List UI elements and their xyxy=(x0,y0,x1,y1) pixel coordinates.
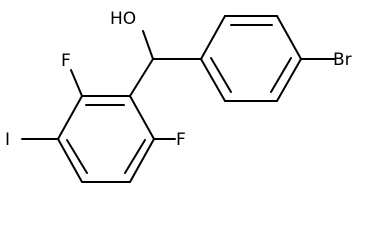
fluoro-ring-bond-2 xyxy=(57,95,83,140)
hydroxyl-label: HO xyxy=(110,9,136,29)
bromophenyl-double-2 xyxy=(270,57,292,93)
fluorine-bottom-label: F xyxy=(176,130,186,150)
iodine-label: I xyxy=(5,130,10,150)
bond-c-fluoro-ring xyxy=(129,58,154,97)
fluoro-ring-double-3 xyxy=(66,139,88,174)
molecule-canvas: HO Br F I F xyxy=(5,9,352,183)
bromophenyl-bond-6 xyxy=(200,58,226,102)
fluoro-ring-bond-6 xyxy=(129,95,155,140)
fluoro-ring-double-2 xyxy=(124,139,146,174)
molecule-structure: HO Br F I F xyxy=(5,9,352,183)
bromine-label: Br xyxy=(333,50,352,70)
fluorine-top-label: F xyxy=(61,51,71,71)
bromophenyl-bond-4 xyxy=(276,58,302,102)
bromophenyl-double-3 xyxy=(210,57,232,93)
bond-c-oh xyxy=(142,30,154,60)
bromophenyl-bond-3 xyxy=(276,15,302,60)
fluoro-ring-bond-5 xyxy=(129,138,155,183)
bond-c-f-top xyxy=(70,69,83,97)
bromophenyl-bond-1 xyxy=(200,15,226,60)
fluoro-ring-bond-3 xyxy=(57,138,83,183)
